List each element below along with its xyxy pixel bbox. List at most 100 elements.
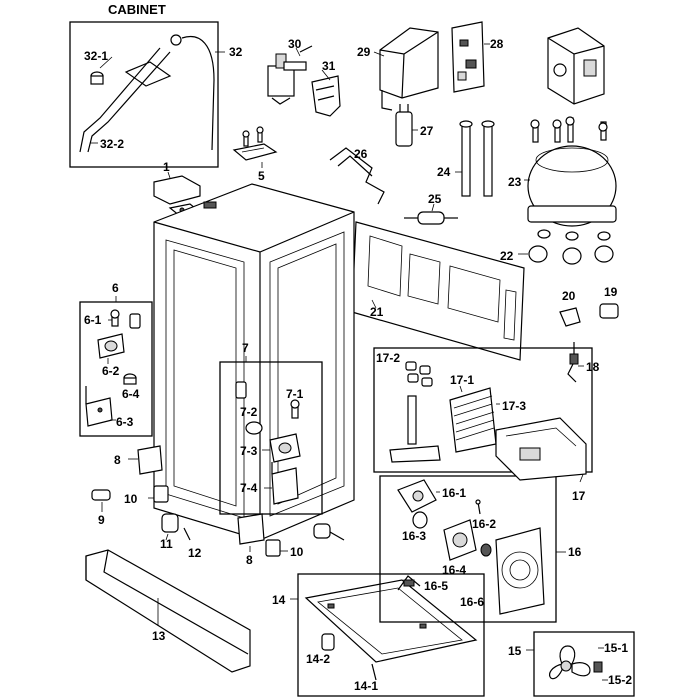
part-12-screw: 12 xyxy=(183,527,202,560)
part-32-wire xyxy=(181,36,215,151)
part-14-box xyxy=(297,573,485,697)
label-16-5: 16-5 xyxy=(424,579,448,593)
label-32-2: 32-2 xyxy=(100,137,124,151)
part-26-shape xyxy=(329,147,385,205)
part-22-grommets: 22 xyxy=(500,229,614,265)
part-17-2-caps xyxy=(405,361,433,387)
part-15-2-nut xyxy=(593,661,603,673)
part-14-1-screw xyxy=(371,663,377,681)
part-30-valve: 30 xyxy=(267,37,313,105)
label-10b: 10 xyxy=(290,545,304,559)
label-7-2: 7-2 xyxy=(240,405,258,419)
part-20-clip: 20 xyxy=(559,289,581,327)
part-5-body xyxy=(232,143,278,161)
label-6: 6 xyxy=(112,281,119,295)
part-31-body xyxy=(311,75,341,117)
diagram-title: CABINET xyxy=(108,2,166,17)
part-32-clip xyxy=(124,61,172,87)
part-10b-body xyxy=(265,539,281,557)
label-31: 31 xyxy=(322,59,336,73)
part-17-1-coil xyxy=(449,387,497,453)
label-16-2: 16-2 xyxy=(472,517,496,531)
label-28: 28 xyxy=(490,37,504,51)
part-15-box xyxy=(533,631,635,697)
part-cap-right xyxy=(313,523,345,541)
part-18-fuse: 18 xyxy=(567,342,600,383)
label-32-1: 32-1 xyxy=(84,49,108,63)
part-14-plate xyxy=(304,579,478,663)
part-14-group: 14 14-2 14-1 xyxy=(272,573,485,697)
part-7-2-washer xyxy=(245,421,263,435)
part-18-wire xyxy=(567,342,577,383)
part-17-heater xyxy=(389,445,441,463)
label-16-6: 16-6 xyxy=(460,595,484,609)
label-12: 12 xyxy=(188,546,202,560)
label-25: 25 xyxy=(428,192,442,206)
part-24-rod-b xyxy=(483,123,493,197)
part-32-group: 32-1 32 32-2 xyxy=(69,21,243,168)
label-13: 13 xyxy=(152,629,166,643)
part-15-group: 15 15-1 15-2 xyxy=(508,631,635,697)
label-17-2: 17-2 xyxy=(376,351,400,365)
part-16-5-harness xyxy=(397,575,421,591)
part-10a-knob: 10 xyxy=(124,485,169,506)
part-32-sensor-tip xyxy=(170,34,182,46)
label-6-2: 6-2 xyxy=(102,364,120,378)
label-19: 19 xyxy=(604,285,618,299)
label-15-1: 15-1 xyxy=(604,641,628,655)
part-17-3-housing xyxy=(495,417,587,481)
part-29-cover: 29 xyxy=(357,27,439,111)
label-7: 7 xyxy=(242,341,249,355)
part-8b-hinge: 8 xyxy=(237,513,265,567)
part-23-compressor: 23 xyxy=(508,116,617,227)
part-7-4-bracket xyxy=(271,467,299,505)
part-16-6-shroud xyxy=(495,527,545,615)
label-7-1: 7-1 xyxy=(286,387,304,401)
part-8a-body xyxy=(137,445,163,475)
label-30: 30 xyxy=(288,37,302,51)
label-7-4: 7-4 xyxy=(240,481,258,495)
part-32-box xyxy=(69,21,219,168)
part-6-group: 6 6-1 6-2 6-4 6-3 xyxy=(79,281,153,437)
relay-unit xyxy=(547,27,605,105)
label-29: 29 xyxy=(357,45,371,59)
part-9-bushing: 9 xyxy=(91,489,111,527)
label-17-3: 17-3 xyxy=(502,399,526,413)
part-8b-body xyxy=(237,513,265,545)
part-16-box xyxy=(379,475,557,623)
label-6-3: 6-3 xyxy=(116,415,134,429)
part-10b-knob: 10 xyxy=(265,539,304,559)
label-9: 9 xyxy=(98,513,105,527)
part-22-grommet-a xyxy=(528,245,548,263)
label-15-2: 15-2 xyxy=(608,673,632,687)
part-11-body xyxy=(161,513,179,533)
part-27-body xyxy=(395,111,413,147)
part-22-grommet-c xyxy=(594,245,614,263)
part-20-body xyxy=(559,307,581,327)
part-5-bracket: 5 xyxy=(232,126,278,183)
part-14-2-spacer xyxy=(321,633,335,651)
label-16-3: 16-3 xyxy=(402,529,426,543)
part-17-group: 17 17-2 17-1 17-3 xyxy=(373,347,593,503)
part-28-pcb xyxy=(451,21,485,93)
part-16-group: 16 16-1 16-2 16-3 16-4 16-5 16-6 xyxy=(379,475,582,623)
part-21-body xyxy=(351,221,525,361)
part-13-base: 13 xyxy=(85,549,251,673)
label-21: 21 xyxy=(370,305,384,319)
part-9-body xyxy=(91,489,111,501)
label-27: 27 xyxy=(420,124,434,138)
part-21-panel: 21 xyxy=(351,221,525,361)
label-7-3: 7-3 xyxy=(240,444,258,458)
label-14-1: 14-1 xyxy=(354,679,378,693)
label-6-1: 6-1 xyxy=(84,313,102,327)
part-7-spring xyxy=(235,381,247,399)
label-17-1: 17-1 xyxy=(450,373,474,387)
part-24-rods: 24 xyxy=(437,120,495,197)
part-10a-body xyxy=(153,485,169,503)
label-5: 5 xyxy=(258,169,265,183)
part-32-1-body xyxy=(90,75,104,85)
part-28-board: 28 xyxy=(451,21,504,93)
label-24: 24 xyxy=(437,165,451,179)
part-31-bracket: 31 xyxy=(311,59,341,117)
label-11: 11 xyxy=(160,537,173,551)
